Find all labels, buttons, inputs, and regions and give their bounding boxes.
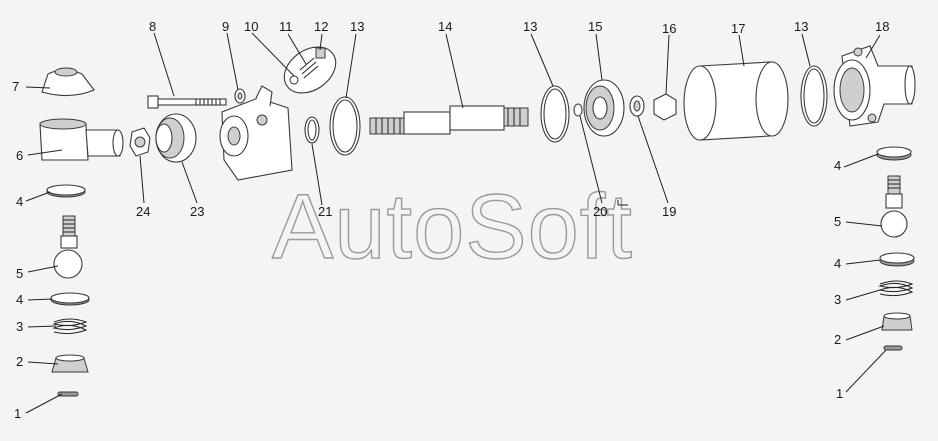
callout-8: 8 (149, 19, 156, 34)
callout-12: 12 (314, 19, 328, 34)
callout-16: 16 (662, 21, 676, 36)
part-2-seat-right (881, 312, 913, 331)
part-13-o-ring-b (540, 85, 570, 143)
part-14-shaft (369, 105, 529, 135)
part-19-washer (629, 95, 645, 117)
callout-24: 24 (136, 204, 150, 219)
part-4-ring-right-top (876, 146, 912, 161)
callout-10: 10 (244, 19, 258, 34)
callout-15: 15 (588, 19, 602, 34)
callout-1-left: 1 (14, 406, 21, 421)
callout-21: 21 (318, 204, 332, 219)
part-8-bolt (147, 95, 227, 109)
callout-11: 11 (279, 19, 293, 34)
callout-14: 14 (438, 19, 452, 34)
part-16-nut (653, 93, 677, 121)
part-23-piston (155, 113, 197, 163)
part-3-spring-right (878, 280, 914, 297)
callout-4-right-top: 4 (834, 158, 841, 173)
part-1-pin-left (57, 391, 79, 397)
callout-4-right-bottom: 4 (834, 256, 841, 271)
part-4-ring-left-bottom (50, 292, 90, 306)
callout-5-left: 5 (16, 266, 23, 281)
part-valve-body (219, 85, 293, 181)
callout-1-right: 1 (836, 386, 843, 401)
part-2-seat-left (51, 354, 89, 373)
callout-7: 7 (12, 79, 19, 94)
part-4-ring-right-bottom (879, 252, 915, 267)
callout-5-right: 5 (834, 214, 841, 229)
part-10-11-12-inset (283, 46, 337, 94)
part-13-o-ring-a (329, 96, 361, 156)
callout-4-left-top: 4 (16, 194, 23, 209)
leader-lines (25, 32, 887, 414)
callout-20: 20 (593, 204, 607, 219)
callout-2-left: 2 (16, 354, 23, 369)
part-5-ball-pin-right (880, 175, 908, 238)
callout-labels: 7 6 4 5 4 3 2 1 8 9 10 11 12 13 14 13 15… (12, 19, 889, 421)
part-17-cylinder (683, 61, 789, 141)
part-5-ball-pin-left (53, 215, 83, 279)
callout-6: 6 (16, 148, 23, 163)
callout-19: 19 (662, 204, 676, 219)
callout-3-right: 3 (834, 292, 841, 307)
callout-18: 18 (875, 19, 889, 34)
callout-23: 23 (190, 204, 204, 219)
part-6-socket-housing (39, 118, 124, 161)
part-13-o-ring-c (800, 65, 828, 127)
part-21-o-ring-small (304, 116, 320, 144)
part-4-ring-left-top (46, 184, 86, 198)
callout-4-left-bottom: 4 (16, 292, 23, 307)
part-7-cap (41, 67, 95, 97)
callout-13-b: 13 (523, 19, 537, 34)
part-15-piston (583, 79, 625, 137)
part-24-nut (129, 127, 151, 157)
callout-9: 9 (222, 19, 229, 34)
callout-13-c: 13 (794, 19, 808, 34)
callout-2-right: 2 (834, 332, 841, 347)
part-1-pin-right (883, 345, 903, 351)
part-3-spring-left (52, 318, 88, 335)
part-9-washer (234, 88, 246, 104)
callout-17: 17 (731, 21, 745, 36)
watermark: AutoSoft (272, 176, 633, 278)
part-20-ring (573, 103, 583, 117)
callout-13-a: 13 (350, 19, 364, 34)
callout-3-left: 3 (16, 319, 23, 334)
part-18-flange-housing (833, 45, 916, 127)
